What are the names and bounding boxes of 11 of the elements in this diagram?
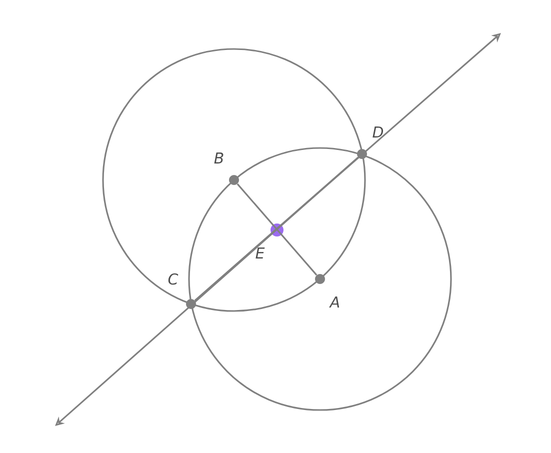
point-label: D: [372, 126, 384, 138]
point-label: B: [214, 152, 224, 164]
line: [236, 183, 318, 276]
point-label: A: [329, 296, 340, 308]
point-dot: [186, 299, 196, 309]
point-dot: [357, 149, 367, 159]
point-dot: [229, 175, 239, 185]
point-label: C: [168, 273, 178, 285]
point-dot: [270, 224, 284, 236]
point-label: E: [256, 248, 265, 258]
point-dot: [315, 274, 325, 284]
